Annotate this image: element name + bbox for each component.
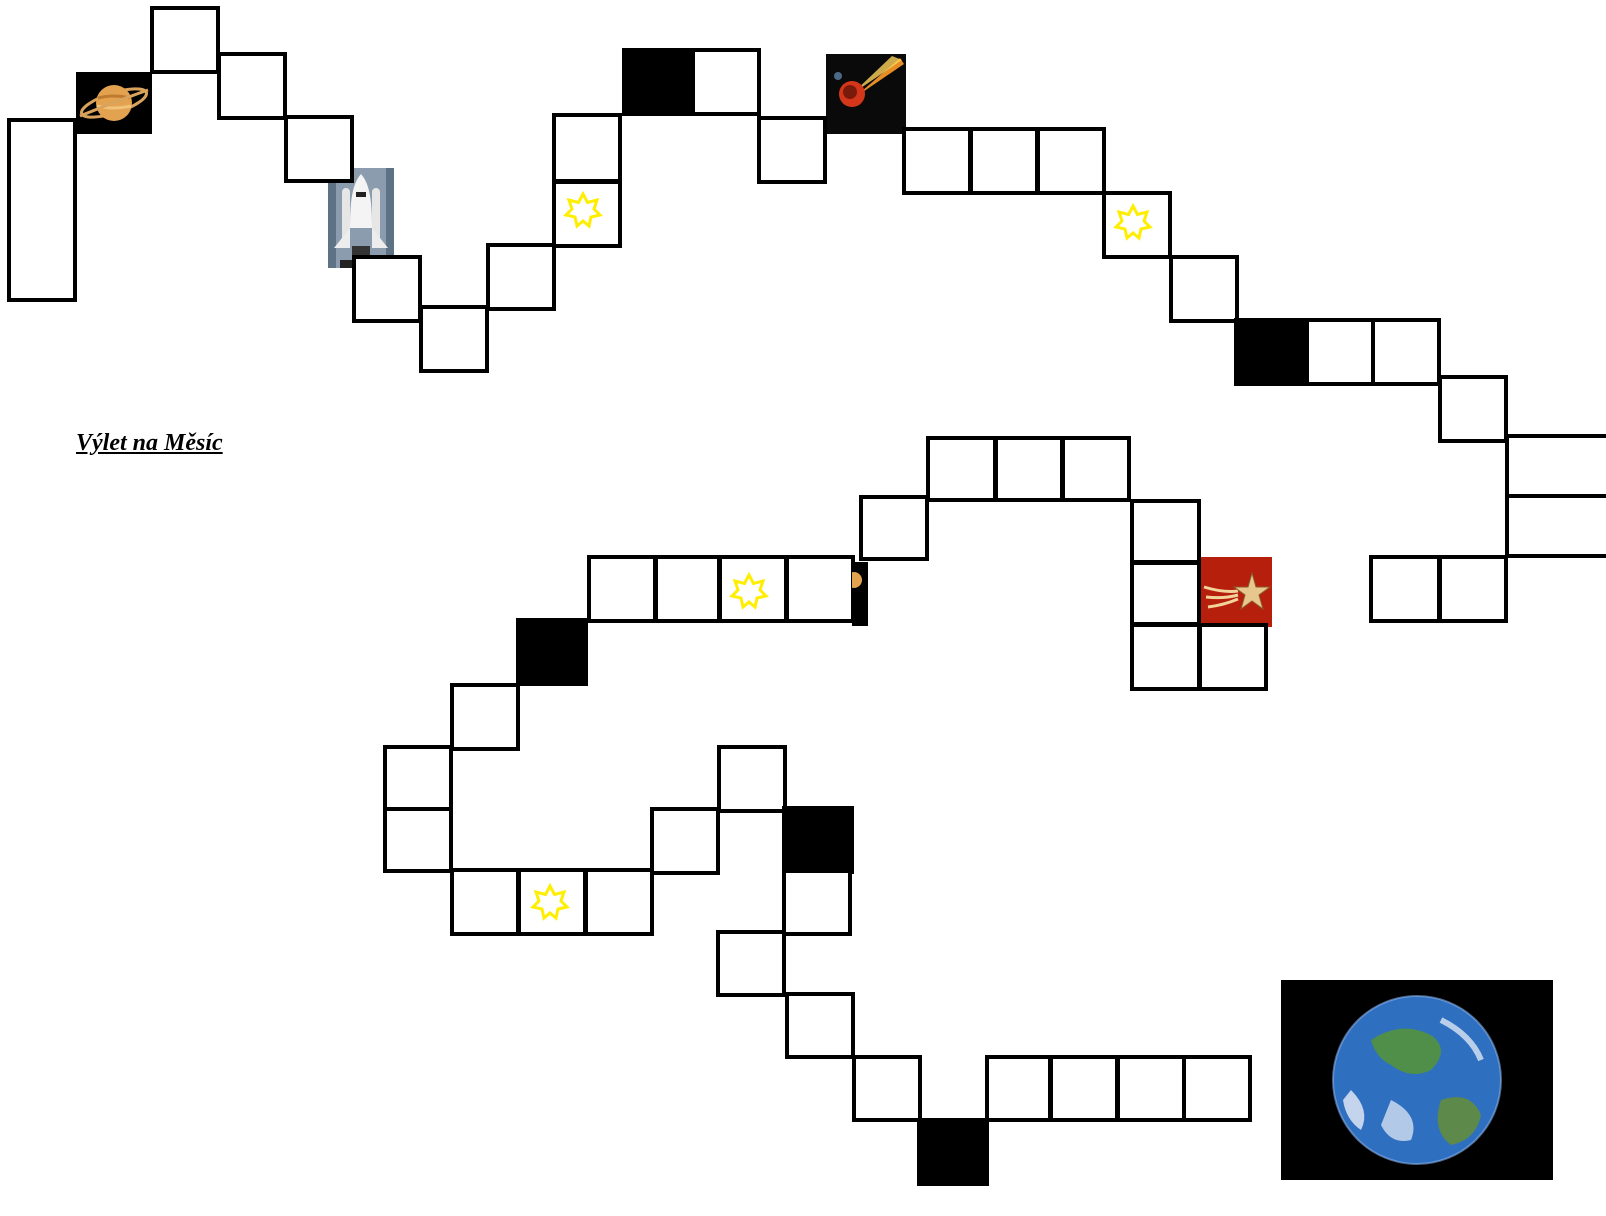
saturn-icon <box>852 562 868 626</box>
board-cell-start <box>7 118 77 302</box>
board-cell <box>902 127 972 195</box>
board-cell <box>785 555 855 623</box>
board-cell <box>1369 555 1441 623</box>
board-cell <box>383 745 453 811</box>
earth-icon <box>1281 980 1553 1180</box>
board-cell <box>926 436 997 502</box>
board-cell <box>1130 561 1201 626</box>
board-cell-dark <box>782 806 854 874</box>
board-cell <box>717 745 787 813</box>
board-cell <box>1438 375 1508 443</box>
board-cell <box>716 930 786 997</box>
board-cell <box>650 807 720 875</box>
board-cell <box>383 807 453 873</box>
board-cell <box>969 127 1039 195</box>
board-cell <box>691 48 761 116</box>
board-cell <box>552 113 622 183</box>
board-cell <box>150 6 220 74</box>
board-cell-finish <box>1182 1055 1252 1122</box>
board-cell <box>450 683 520 751</box>
star-icon <box>728 571 770 611</box>
board-cell <box>1198 623 1268 691</box>
board-cell <box>1371 318 1441 386</box>
space-shuttle-icon[interactable] <box>328 168 394 268</box>
board-cell <box>1049 1055 1119 1122</box>
board-cell <box>352 255 422 323</box>
board-cell-dark <box>917 1118 989 1186</box>
board-cell <box>859 495 929 561</box>
board-cell <box>782 869 852 936</box>
shooting-star-icon <box>1200 557 1272 627</box>
board-cell <box>217 52 287 120</box>
board-cell <box>1169 255 1239 323</box>
board-cell <box>284 115 354 183</box>
star-icon <box>1112 202 1154 242</box>
board-cell <box>1438 555 1508 623</box>
board-cell <box>1130 623 1201 691</box>
board-cell-dark <box>1234 318 1308 386</box>
star-icon <box>562 190 604 230</box>
board-cell <box>1505 494 1606 558</box>
board-cell <box>654 555 721 623</box>
board-cell <box>1505 434 1606 498</box>
board-cell <box>1130 499 1201 564</box>
board-cell <box>852 1055 922 1122</box>
board-cell <box>450 868 520 936</box>
board-cell <box>994 436 1064 502</box>
star-icon <box>529 882 571 922</box>
board-cell <box>587 555 657 623</box>
saturn-icon <box>76 72 152 134</box>
board-cell <box>1061 436 1131 502</box>
board-cell <box>1036 127 1106 195</box>
board-cell-dark <box>516 618 588 686</box>
game-title: Výlet na Měsíc <box>76 430 223 457</box>
board-cell <box>985 1055 1052 1122</box>
board-cell <box>785 992 855 1059</box>
board-cell <box>584 868 654 936</box>
meteor-icon <box>826 54 906 134</box>
board-cell-dark <box>622 48 694 116</box>
board-cell <box>486 243 556 311</box>
board-cell <box>757 116 827 184</box>
board-cell <box>1116 1055 1186 1122</box>
board-cell <box>419 305 489 373</box>
board-cell <box>1305 318 1375 386</box>
